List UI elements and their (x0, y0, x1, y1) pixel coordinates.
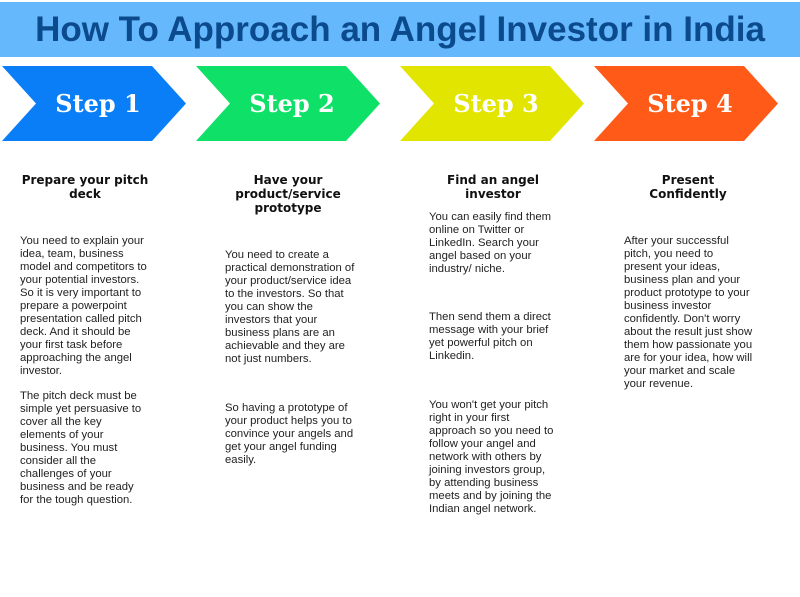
step-2-label: Step 2 (249, 89, 335, 118)
page-title: How To Approach an Angel Investor in Ind… (35, 10, 765, 49)
step-1-paragraph: You need to explain your idea, team, bus… (20, 235, 147, 377)
step-2-chevron: Step 2 (196, 66, 382, 141)
step-1-heading: Prepare your pitch deck (21, 173, 149, 201)
step-1-label: Step 1 (55, 89, 141, 118)
step-1-paragraph: The pitch deck must be simple yet persua… (20, 390, 142, 506)
step-3-label: Step 3 (453, 89, 539, 118)
step-3-paragraph: You can easily find them online on Twitt… (429, 211, 552, 275)
step-1-chevron: Step 1 (2, 66, 188, 141)
step-2-paragraph: So having a prototype of your product he… (225, 402, 354, 466)
step-2-heading: Have your product/service prototype (235, 173, 341, 215)
step-3-paragraph: You won't get your pitch right in your f… (429, 399, 554, 515)
step-3-heading: Find an angel investor (447, 173, 539, 201)
title-banner: How To Approach an Angel Investor in Ind… (0, 2, 800, 57)
step-4-chevron: Step 4 (594, 66, 780, 141)
step-3-chevron: Step 3 (400, 66, 586, 141)
step-4-heading: Present Confidently (649, 173, 727, 201)
step-3-paragraph: Then send them a direct message with you… (429, 311, 551, 362)
step-4-paragraph: After your successful pitch, you need to… (624, 235, 753, 390)
step-4-label: Step 4 (647, 89, 733, 118)
step-2-paragraph: You need to create a practical demonstra… (225, 249, 355, 365)
